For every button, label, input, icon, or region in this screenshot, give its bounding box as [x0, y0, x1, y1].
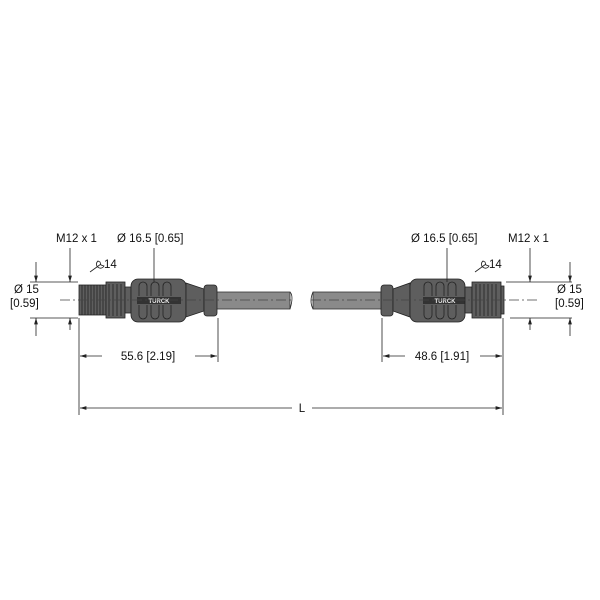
right-nut-diameter-label: Ø 15 — [557, 284, 582, 296]
left-length-extension-lines — [78, 318, 219, 415]
left-dimensions: M12 x 1 Ø 16.5 [0.65] 14 Ø 15 [0.59] 55.… — [10, 233, 219, 415]
overall-length-label: L — [299, 403, 306, 415]
right-nut-diameter-label-inch: [0.59] — [555, 298, 584, 310]
right-wrench-icon — [474, 260, 490, 273]
left-thread-label: M12 x 1 — [56, 233, 97, 245]
right-length-label: 48.6 [1.91] — [415, 351, 469, 363]
left-collar — [203, 284, 218, 317]
right-wrench-size: 14 — [489, 259, 502, 271]
left-cable-break — [289, 291, 293, 310]
left-grip-ribs — [138, 281, 172, 320]
left-brand-text: TURCK — [149, 299, 171, 305]
left-diameter-label: Ø 16.5 [0.65] — [117, 233, 184, 245]
right-brand-text: TURCK — [435, 299, 457, 305]
left-brand-plate — [137, 297, 181, 304]
right-dimensions: Ø 16.5 [0.65] M12 x 1 14 Ø 15 [0.59] 48.… — [381, 233, 584, 415]
right-diameter-label: Ø 16.5 [0.65] — [411, 233, 478, 245]
right-cable — [312, 291, 384, 310]
right-length-extension-lines — [381, 318, 504, 415]
right-grip-ribs — [423, 281, 457, 320]
left-nut-extension-lines — [30, 281, 78, 319]
right-nut-extension-lines — [506, 281, 572, 319]
right-connector: TURCK — [310, 278, 505, 323]
left-wrench-size: 14 — [104, 259, 117, 271]
left-nut-diameter-label: Ø 15 — [14, 284, 39, 296]
right-brand-plate — [423, 297, 467, 304]
overall-length-dimension: L — [80, 403, 502, 415]
right-collar — [380, 284, 394, 317]
left-connector: TURCK — [78, 278, 293, 323]
right-cable-break — [310, 291, 314, 310]
left-wrench-icon — [89, 260, 105, 273]
right-thread-label: M12 x 1 — [508, 233, 549, 245]
left-cable — [215, 291, 291, 310]
left-length-label: 55.6 [2.19] — [121, 351, 175, 363]
left-nut-diameter-label-inch: [0.59] — [10, 298, 39, 310]
right-face — [500, 285, 505, 315]
